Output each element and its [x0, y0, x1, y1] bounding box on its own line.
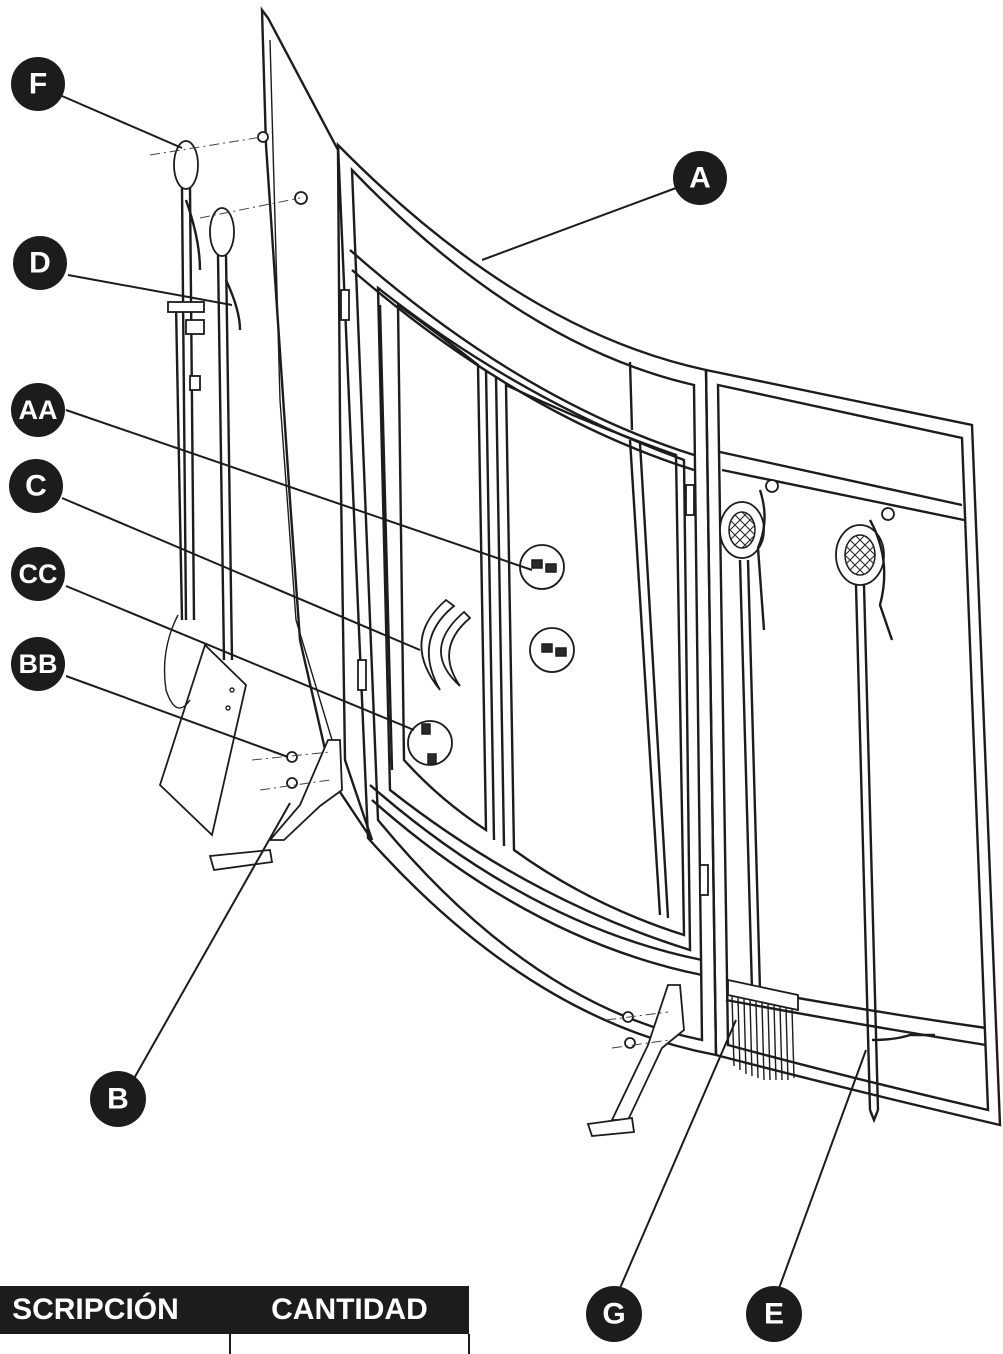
- svg-text:BB: BB: [19, 649, 58, 679]
- table-row: [0, 1334, 471, 1354]
- svg-text:C: C: [25, 470, 47, 503]
- svg-text:AA: AA: [19, 395, 58, 425]
- svg-text:B: B: [107, 1083, 129, 1116]
- exploded-tool-handles: [158, 140, 247, 837]
- parts-table-header-row: SCRIPCIÓN CANTIDAD: [0, 1286, 469, 1334]
- leader-lines: [61, 95, 867, 1303]
- magnet-detail-aa: [519, 544, 565, 590]
- svg-text:F: F: [29, 68, 47, 101]
- brush-tool: [719, 501, 799, 1081]
- svg-text:G: G: [602, 1298, 625, 1331]
- magnet-detail-aa-2: [529, 627, 575, 673]
- screen-foot-left: [208, 739, 343, 871]
- svg-text:D: D: [29, 247, 51, 280]
- poker-tool: [835, 524, 935, 1124]
- callout-BB: BB: [11, 637, 65, 691]
- svg-text:A: A: [689, 162, 711, 195]
- magnet-detail-cc: [407, 720, 453, 766]
- parts-table: SCRIPCIÓN CANTIDAD: [0, 1286, 471, 1354]
- left-screen-panel: [260, 6, 374, 841]
- description-cell: [0, 1334, 231, 1354]
- hook-tool: [756, 489, 894, 641]
- callout-AA: AA: [11, 383, 65, 437]
- callout-D: D: [13, 236, 67, 290]
- quantity-header: CANTIDAD: [229, 1286, 469, 1334]
- callout-F: F: [11, 57, 65, 111]
- callout-E: E: [746, 1286, 802, 1342]
- callout-B: B: [90, 1071, 146, 1127]
- callout-C: C: [9, 459, 63, 513]
- svg-text:CC: CC: [19, 559, 58, 589]
- door-handles-c: [420, 598, 472, 691]
- screen-foot-right: [586, 984, 685, 1137]
- screw-heads: [149, 131, 308, 219]
- svg-text:E: E: [764, 1298, 784, 1331]
- callout-A: A: [673, 151, 727, 205]
- quantity-cell: [228, 1334, 471, 1354]
- center-screen-panel: [336, 141, 718, 1057]
- description-header: SCRIPCIÓN: [0, 1286, 230, 1334]
- callout-G: G: [586, 1286, 642, 1342]
- callout-CC: CC: [11, 547, 65, 601]
- right-screen-panel: [704, 368, 1002, 1127]
